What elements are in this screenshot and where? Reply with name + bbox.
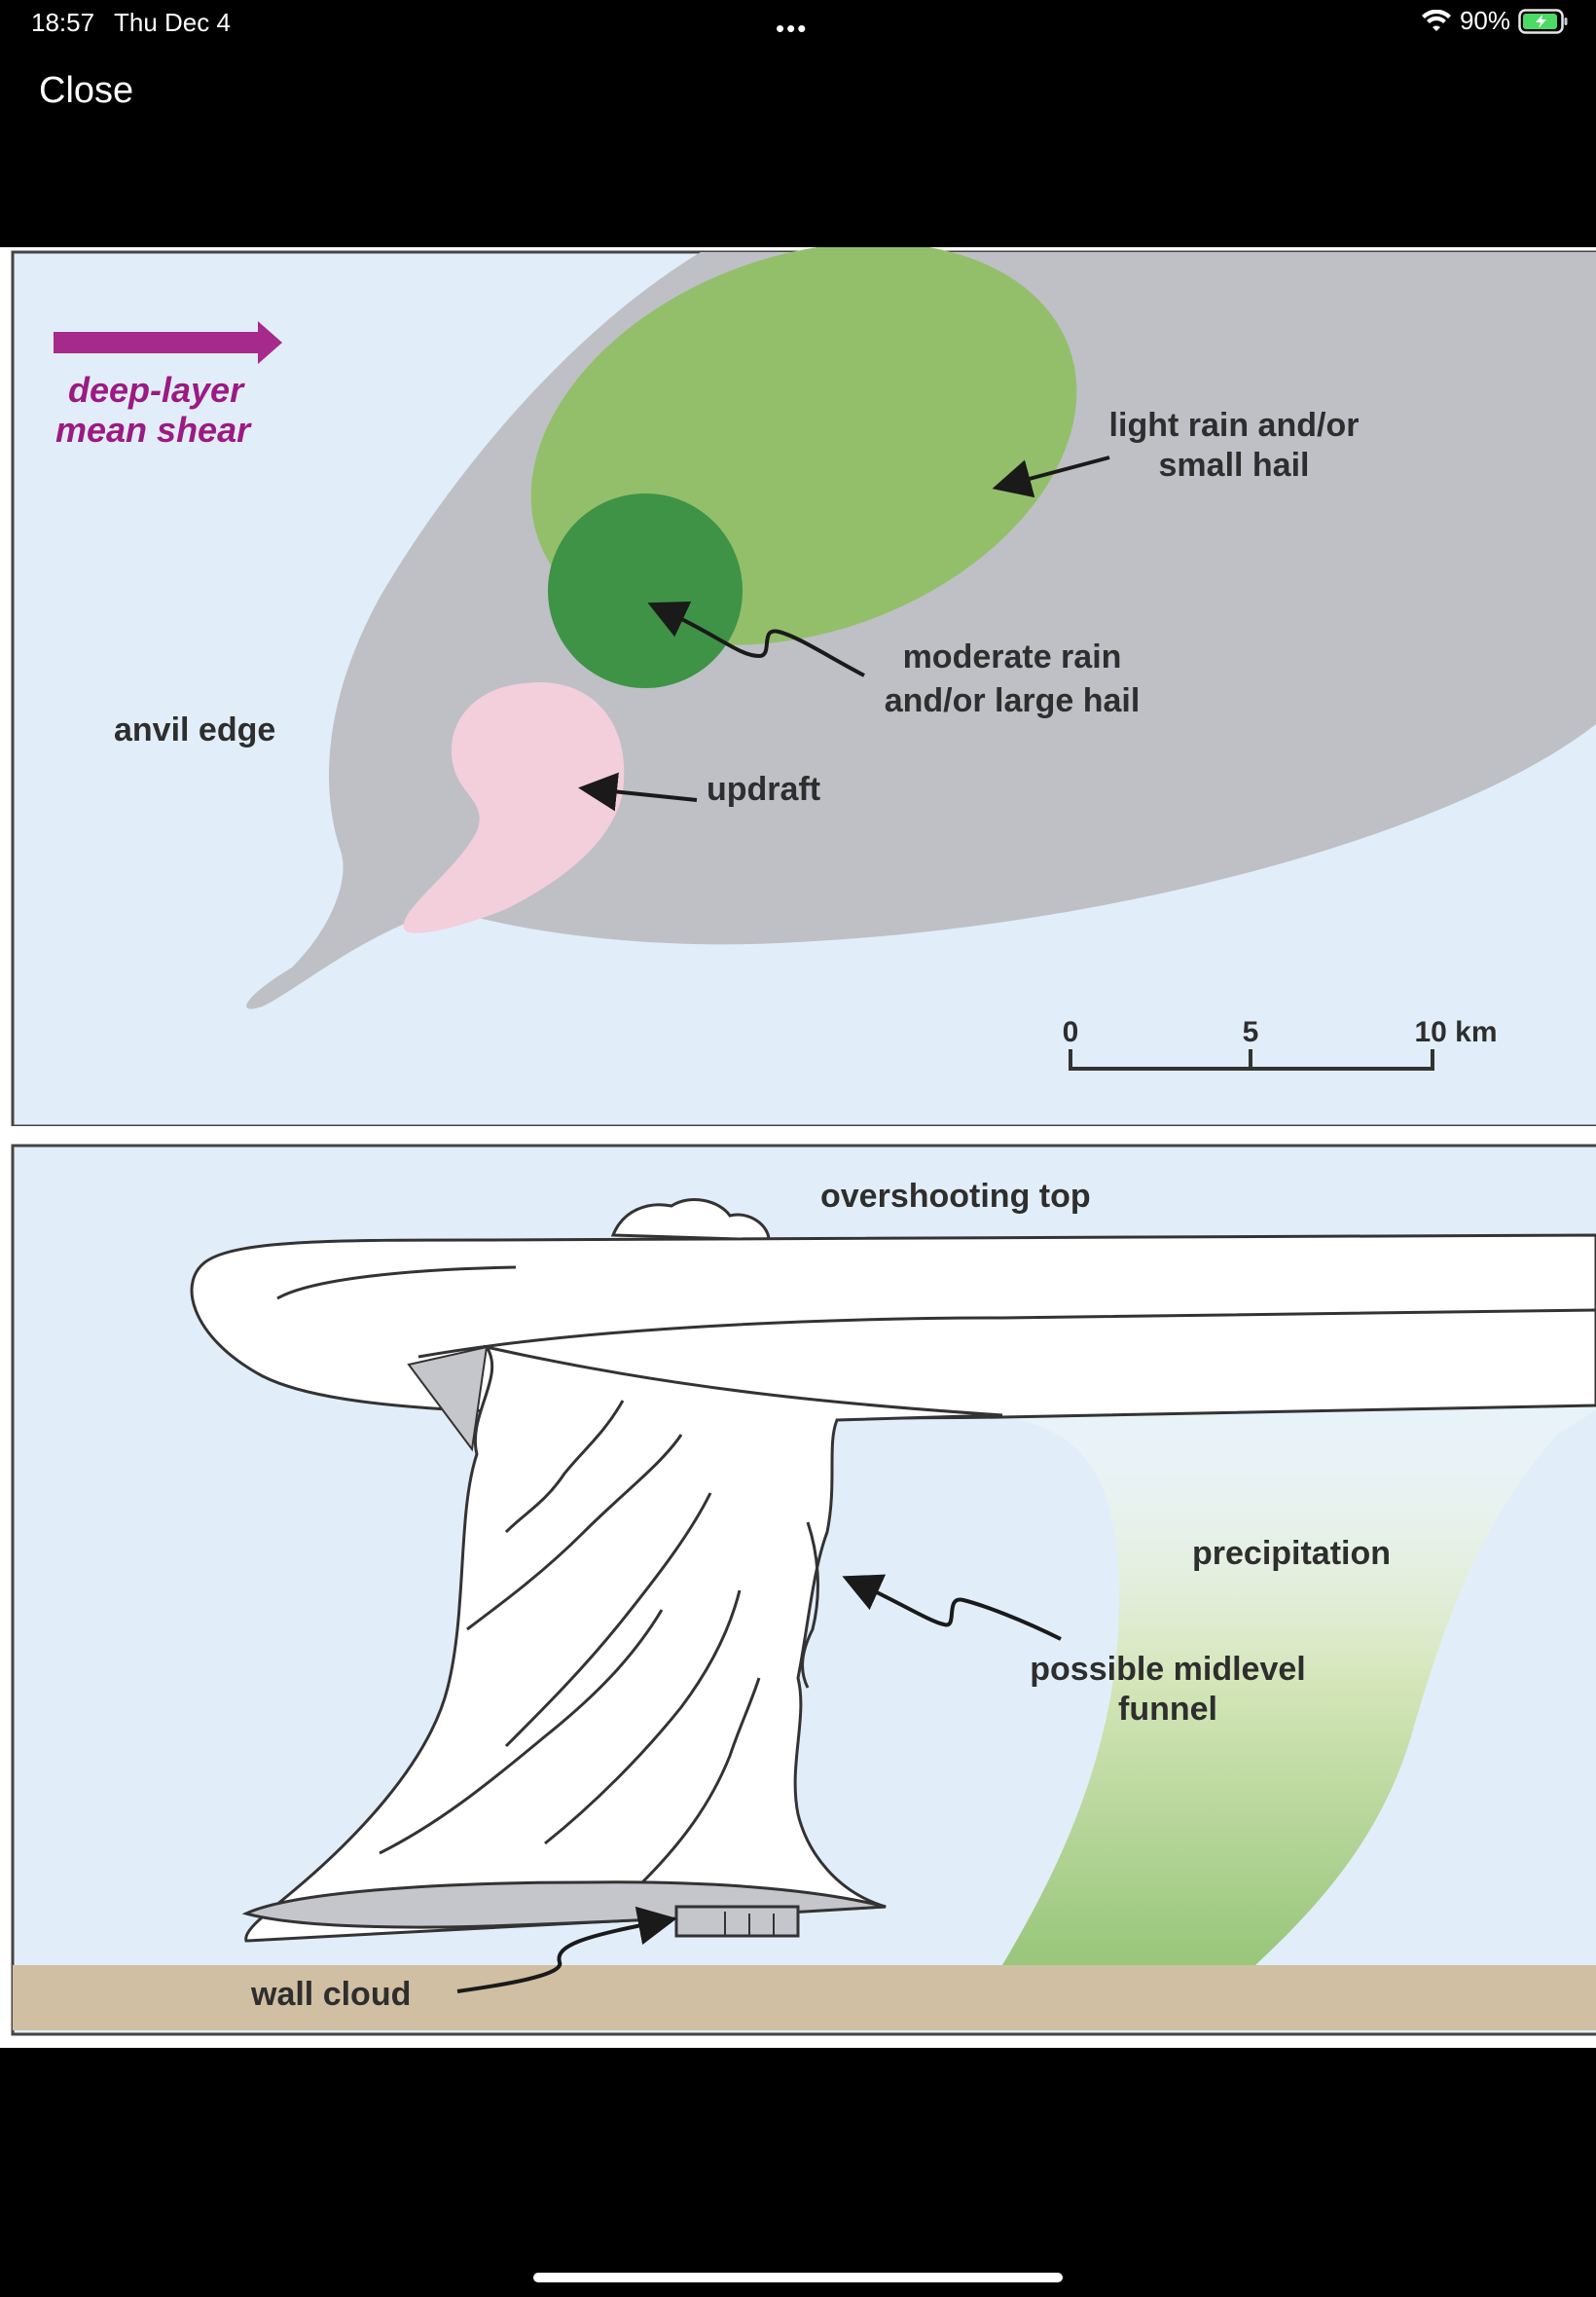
anvil-edge-label: anvil edge [114, 711, 275, 748]
wall-cloud-label: wall cloud [250, 1976, 411, 2013]
multitasking-dots-icon[interactable]: ••• [776, 14, 809, 43]
updraft-label: updraft [707, 771, 820, 808]
status-right: 90% [1421, 6, 1569, 36]
close-button[interactable]: Close [39, 70, 134, 111]
wall-cloud-arrow [456, 1906, 677, 1993]
battery-charging-icon [1518, 8, 1568, 34]
funnel-label-line1: possible midlevel [1030, 1651, 1305, 1688]
updraft-tower [244, 1344, 1003, 1943]
midlevel-funnel [801, 1521, 819, 1689]
supercell-diagram-svg: deep-layer mean shear anvil edge light r… [0, 242, 1596, 2036]
top-panel: deep-layer mean shear anvil edge light r… [11, 242, 1596, 1128]
status-bar: 18:57 Thu Dec 4 ••• 90% [0, 0, 1596, 47]
light-rain-label-line2: small hail [1159, 447, 1310, 484]
funnel-arrow [842, 1574, 1062, 1641]
shear-label-line1: deep-layer [68, 370, 245, 410]
light-rain-arrow [992, 456, 1110, 498]
overshooting-top [610, 1197, 771, 1242]
moderate-rain-arrow [647, 602, 865, 677]
precipitation-shaft [1002, 1396, 1596, 1965]
scale-tick-0: 0 [1063, 1016, 1079, 1048]
funnel-label-line2: funnel [1118, 1691, 1217, 1728]
scale-bar: 0 5 10 km [1063, 1016, 1498, 1071]
home-indicator[interactable] [533, 2273, 1063, 2282]
anvil-shadow [407, 1345, 489, 1452]
precipitation-label: precipitation [1192, 1535, 1391, 1572]
wall-cloud [674, 1905, 800, 1938]
shear-arrow-icon [54, 321, 282, 364]
status-date: Thu Dec 4 [114, 8, 231, 37]
status-time: 18:57 [31, 8, 95, 37]
scale-tick-10: 10 km [1414, 1016, 1497, 1048]
moderate-rain-label-line1: moderate rain [903, 638, 1122, 675]
overshooting-top-label: overshooting top [820, 1178, 1091, 1215]
bottom-panel: overshooting top precipitation possible … [11, 1144, 1596, 2036]
panel-divider [0, 1126, 1596, 1146]
moderate-rain-label-line2: and/or large hail [885, 682, 1141, 719]
heavy-rain-region [548, 493, 743, 688]
battery-percent: 90% [1459, 6, 1510, 35]
light-rain-label-line1: light rain and/or [1109, 407, 1360, 444]
ground [13, 1965, 1596, 2030]
updraft-region [403, 681, 625, 933]
updraft-arrow [578, 772, 698, 812]
tower-texture [379, 1400, 761, 1884]
shear-label-line2: mean shear [55, 410, 252, 450]
wifi-icon [1421, 9, 1451, 31]
cloud-base [241, 1880, 887, 1929]
scale-tick-5: 5 [1243, 1016, 1259, 1048]
supercell-diagram: deep-layer mean shear anvil edge light r… [0, 242, 1596, 2048]
anvil-cloud [190, 1233, 1596, 1420]
